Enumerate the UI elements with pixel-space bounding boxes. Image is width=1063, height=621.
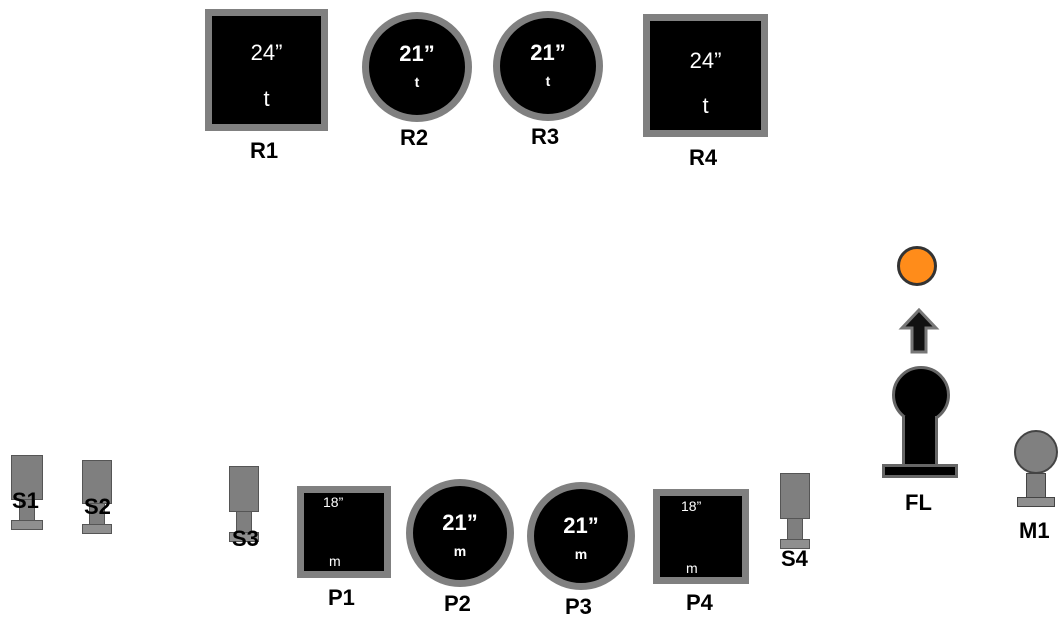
- label-r2: R2: [400, 125, 429, 150]
- orange-indicator-icon: [897, 246, 937, 286]
- mic-neck: [1026, 473, 1046, 499]
- speaker-r4-size: 24”: [689, 48, 722, 73]
- label-p2: P2: [444, 591, 471, 616]
- label-r4: R4: [689, 145, 718, 170]
- speaker-r3-size: 21”: [530, 40, 566, 65]
- floor-lamp-head-icon: [892, 366, 950, 424]
- speaker-p1-size: 18”: [323, 494, 344, 510]
- stand-s1: [11, 455, 43, 533]
- label-p4: P4: [686, 590, 713, 615]
- label-p3: P3: [565, 594, 592, 619]
- stand-s1-head: [11, 455, 43, 500]
- stand-s4: [780, 473, 810, 551]
- stand-s3-head: [229, 466, 259, 512]
- stand-s4-head: [780, 473, 810, 519]
- speaker-r3: 21” t: [493, 11, 603, 121]
- speaker-r4: 24” t: [643, 14, 768, 137]
- speaker-r1: 24” t: [205, 9, 328, 131]
- speaker-p4: 18” m: [653, 489, 749, 584]
- speaker-r1-type: t: [263, 86, 270, 111]
- floor-lamp-base: [882, 464, 958, 478]
- speaker-p2: 21” m: [406, 479, 514, 587]
- speaker-p3-size: 21”: [563, 513, 599, 538]
- label-r1: R1: [250, 138, 279, 163]
- floor-lamp-neck: [902, 416, 938, 464]
- speaker-r1-size: 24”: [250, 40, 283, 65]
- speaker-p2-size: 21”: [442, 510, 478, 535]
- stand-s2: [82, 460, 112, 536]
- label-s3: S3: [232, 526, 259, 551]
- label-m1: M1: [1019, 518, 1050, 543]
- stand-s4-neck: [787, 518, 803, 540]
- speaker-r4-type: t: [702, 93, 709, 118]
- label-s1: S1: [12, 488, 39, 513]
- stand-s3: [229, 466, 259, 544]
- label-p1: P1: [328, 585, 355, 610]
- mic-head-icon: [1014, 430, 1058, 474]
- stand-s2-base: [82, 524, 112, 534]
- label-s2: S2: [84, 494, 111, 519]
- stand-s2-head: [82, 460, 112, 504]
- speaker-p3-type: m: [574, 546, 588, 562]
- label-s4: S4: [781, 546, 808, 571]
- speaker-r2-size: 21”: [399, 41, 435, 66]
- speaker-p4-type: m: [686, 560, 698, 576]
- label-r3: R3: [531, 124, 560, 149]
- stand-s3-base: [229, 532, 259, 542]
- stand-s1-base: [11, 520, 43, 530]
- speaker-p2-type: m: [453, 543, 467, 559]
- arrow-up-icon: [898, 308, 940, 354]
- mic-base: [1017, 497, 1055, 507]
- mic: [1010, 430, 1060, 510]
- speaker-p3: 21” m: [527, 482, 635, 590]
- speaker-p4-size: 18”: [681, 498, 702, 514]
- stand-s4-base: [780, 539, 810, 549]
- speaker-r3-type: t: [545, 73, 551, 89]
- speaker-p1: 18” m: [297, 486, 391, 578]
- label-fl: FL: [905, 490, 932, 515]
- speaker-r2-type: t: [414, 74, 420, 90]
- floor-lamp: [882, 366, 958, 478]
- speaker-p1-type: m: [329, 553, 341, 569]
- speaker-r2: 21” t: [362, 12, 472, 122]
